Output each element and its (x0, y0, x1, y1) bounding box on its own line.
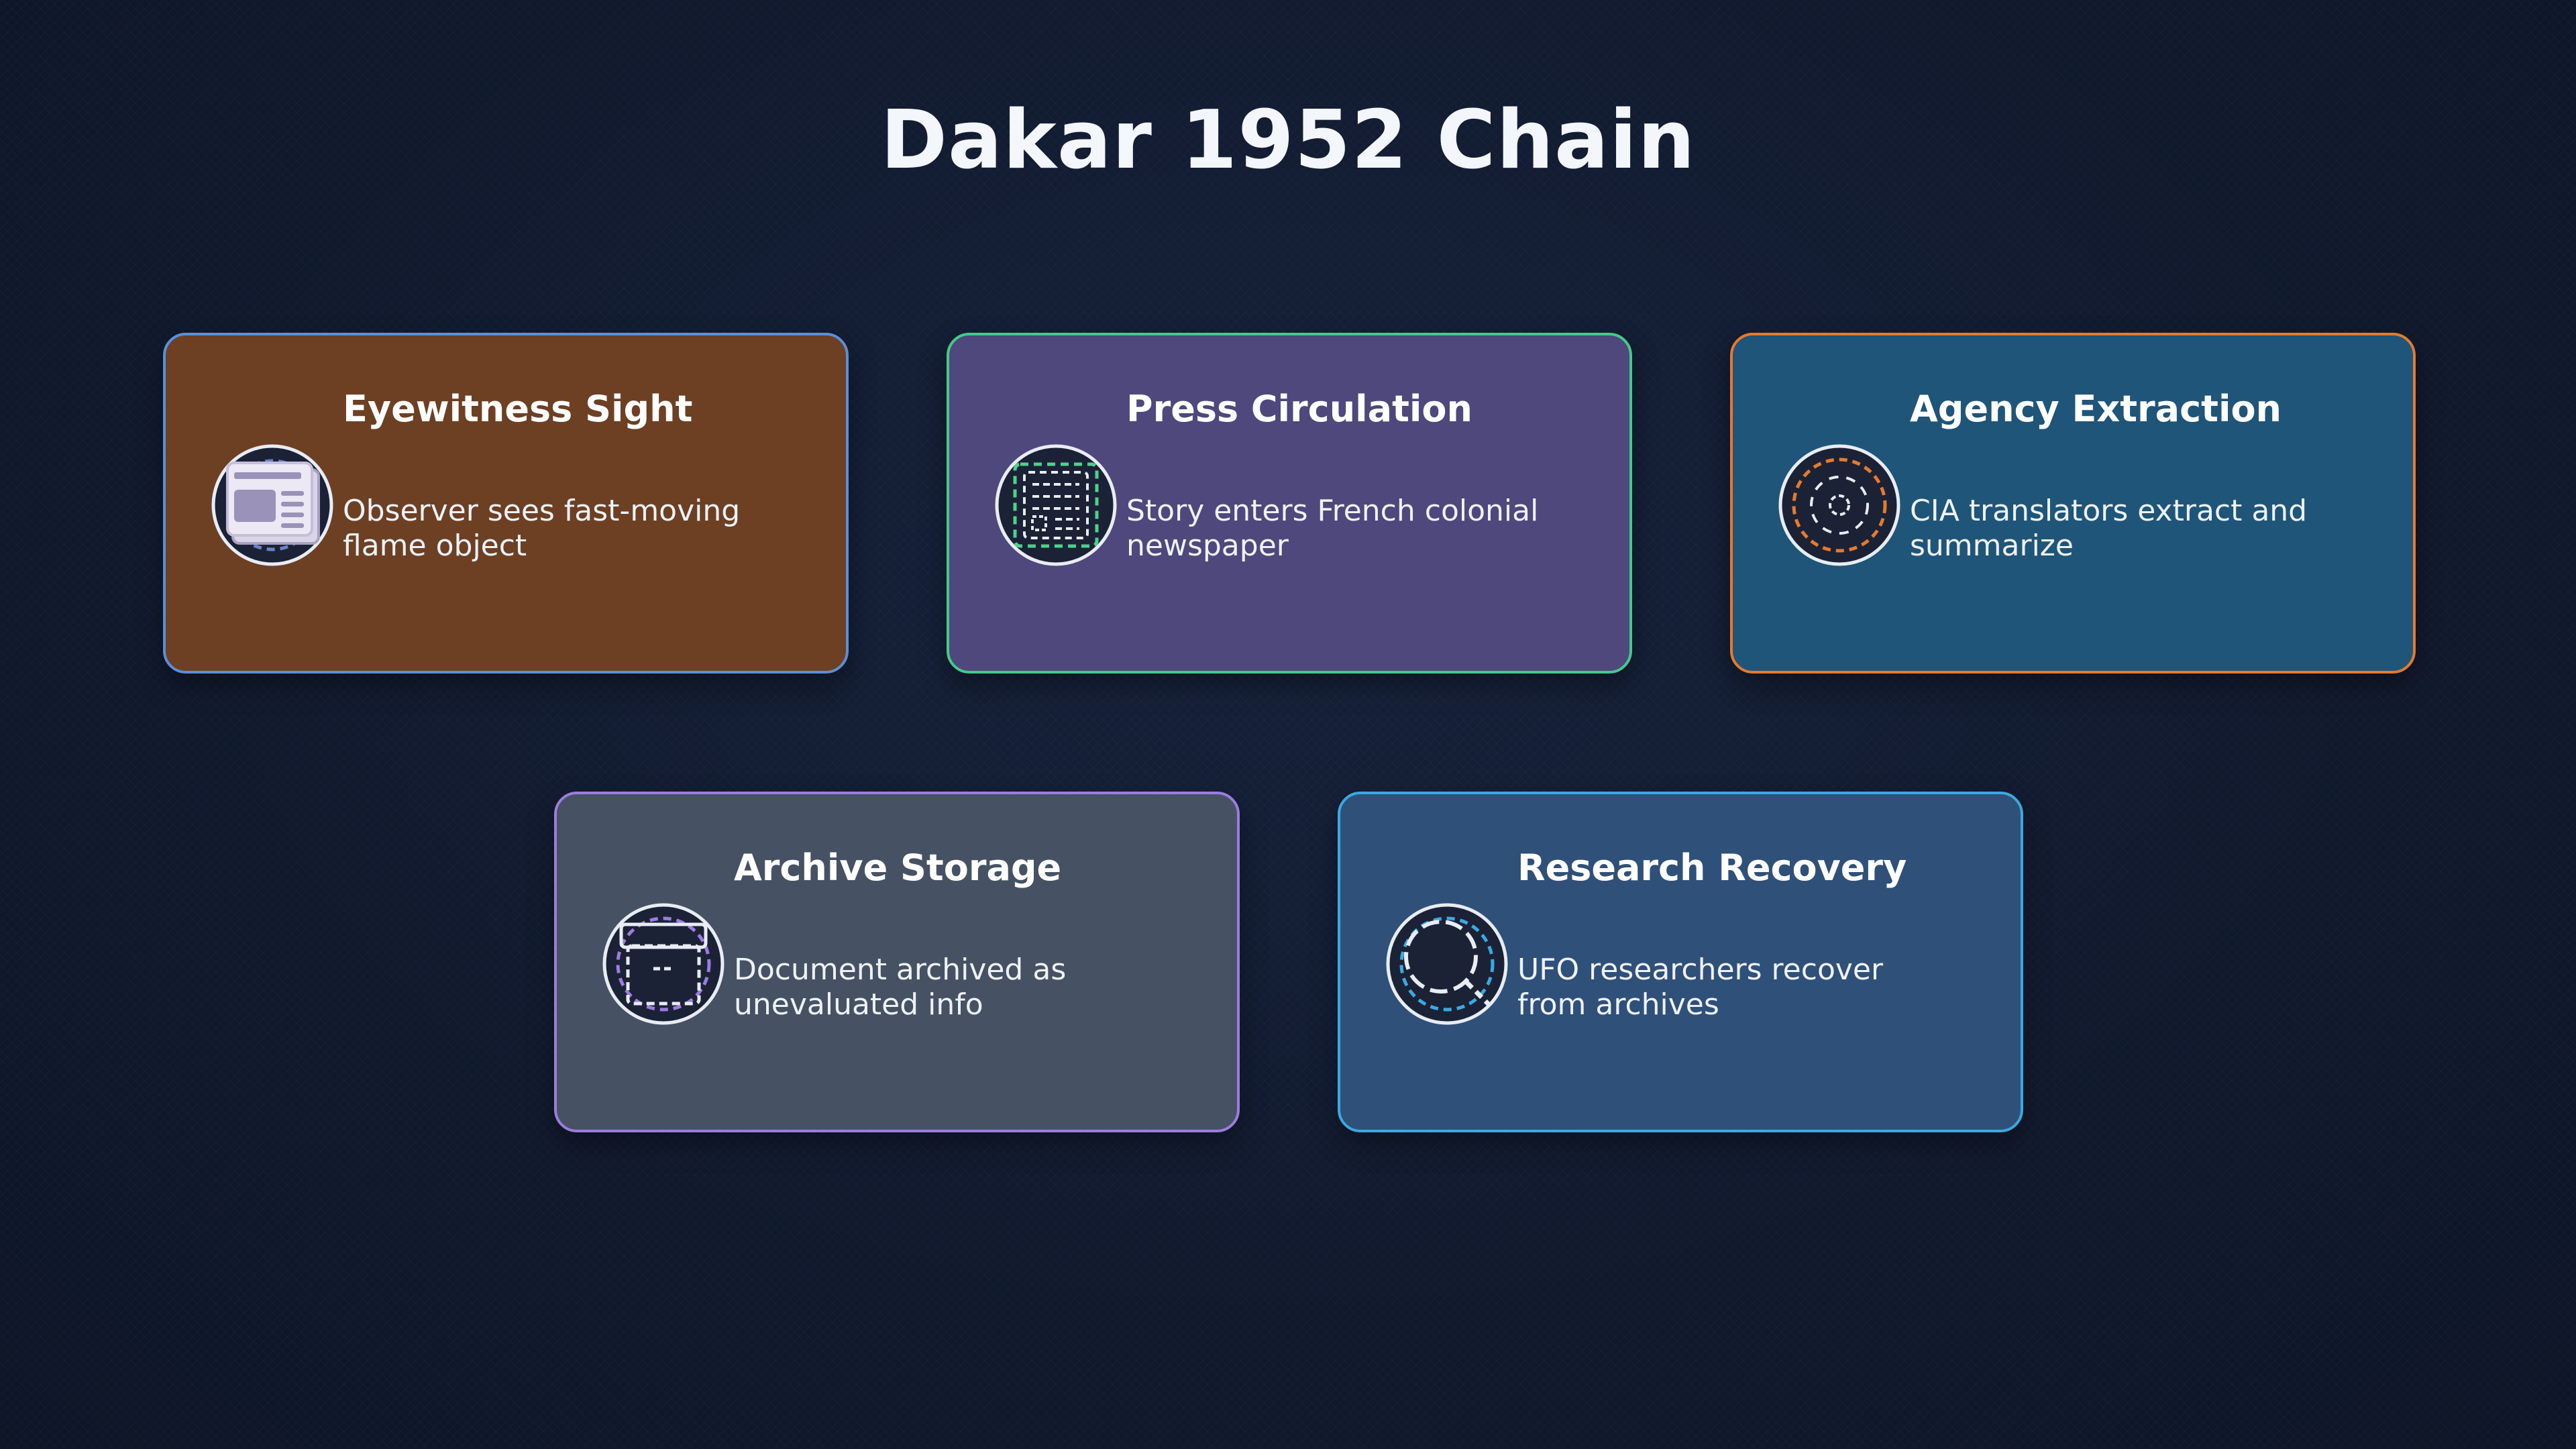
card-description: Observer sees fast-moving flame object (343, 494, 741, 563)
target-icon (1777, 443, 1902, 568)
card-description: CIA translators extract and summarize (1910, 494, 2308, 563)
card-description: Story enters French colonial newspaper (1126, 494, 1539, 563)
card-eyewitness-sight: Eyewitness Sight Observer sees fast-movi… (163, 333, 849, 674)
card-title: Press Circulation (1126, 388, 1472, 430)
archive-box-icon (601, 902, 726, 1026)
card-archive-storage: Archive Storage Document archived as une… (554, 792, 1240, 1132)
newspaper-icon (210, 443, 335, 568)
document-icon (994, 443, 1118, 568)
card-title: Research Recovery (1517, 847, 1907, 889)
card-description: Document archived as unevaluated info (734, 953, 1067, 1022)
card-research-recovery: Research Recovery UFO researchers recove… (1338, 792, 2023, 1132)
card-press-circulation: Press Circulation Story enters French co… (947, 333, 1632, 674)
card-title: Archive Storage (734, 847, 1062, 889)
card-title: Eyewitness Sight (343, 388, 693, 430)
page-title: Dakar 1952 Chain (880, 94, 1696, 187)
card-title: Agency Extraction (1910, 388, 2282, 430)
card-agency-extraction: Agency Extraction CIA translators extrac… (1730, 333, 2416, 674)
card-description: UFO researchers recover from archives (1517, 953, 1884, 1022)
magnifier-icon (1385, 902, 1509, 1026)
